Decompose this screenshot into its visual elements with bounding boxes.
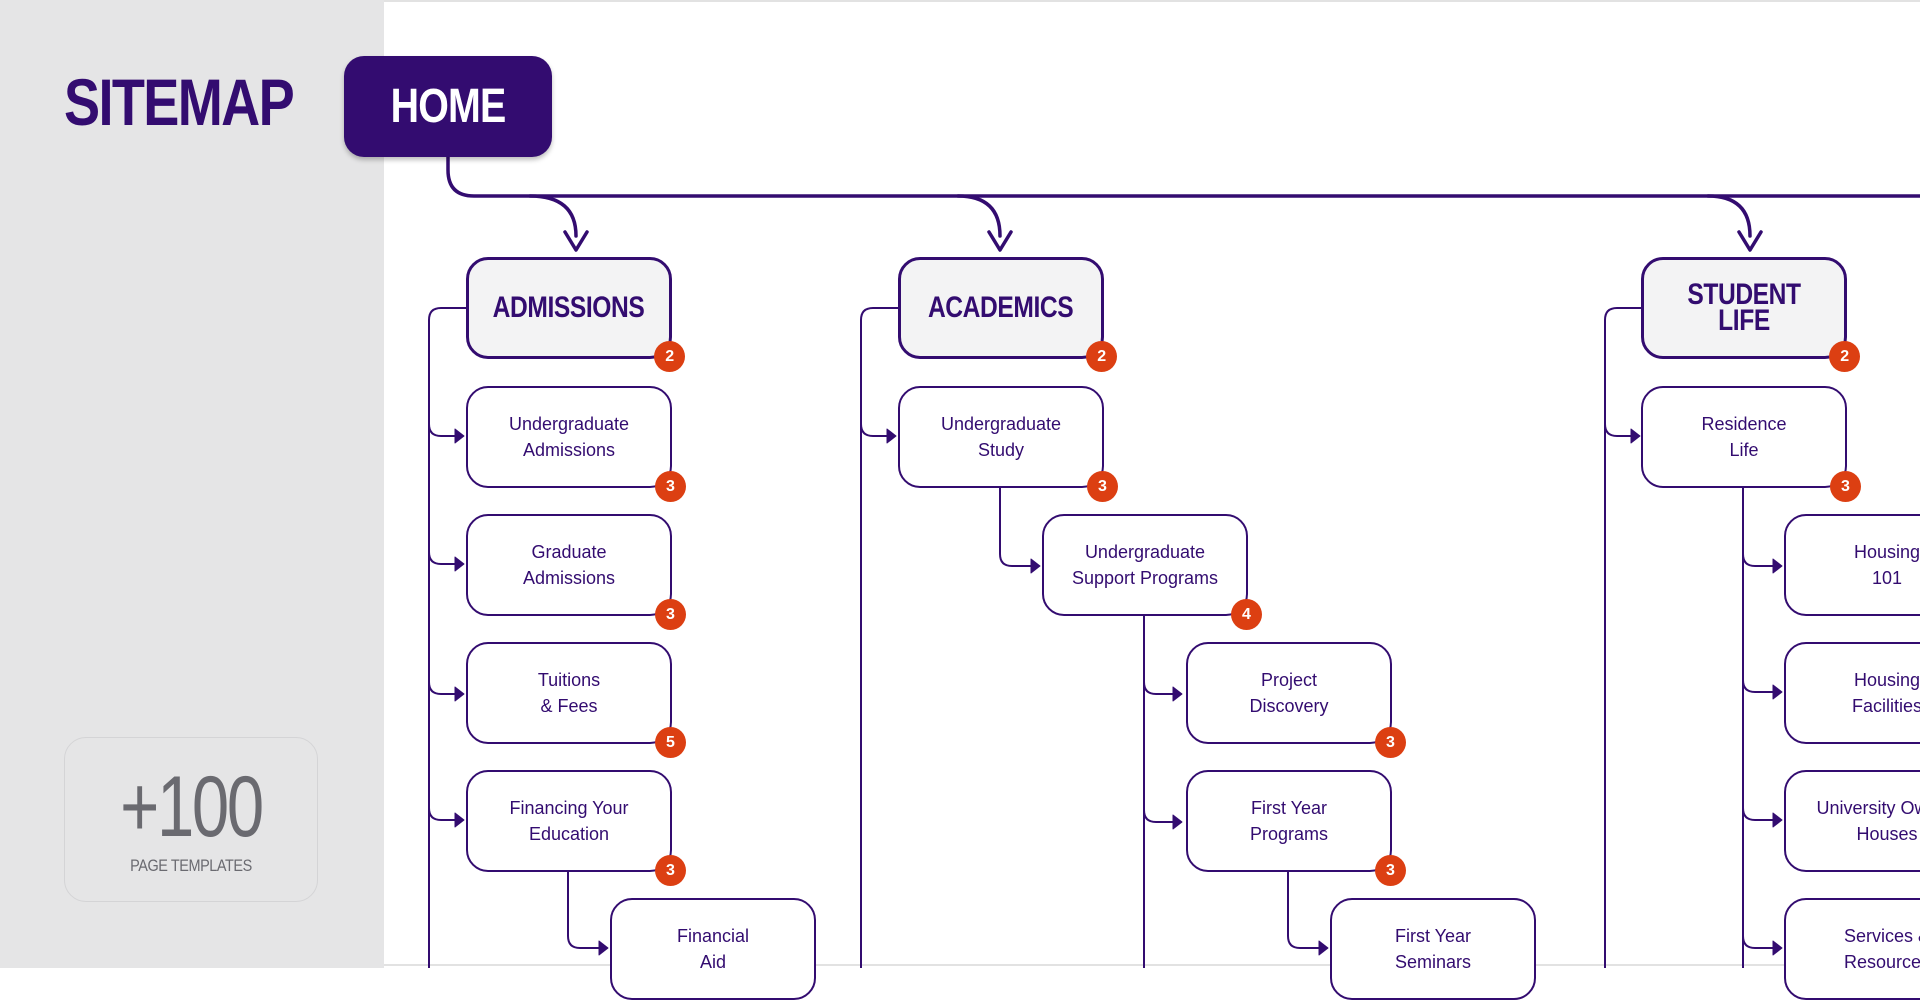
page-count-badge: 3 (1087, 471, 1118, 502)
page-label: Graduate Admissions (522, 542, 616, 588)
page-node-undergraduate-study[interactable]: Undergraduate Study 3 (898, 386, 1118, 502)
page-node-tuitions-fees[interactable]: Tuitions & Fees 5 (466, 642, 686, 758)
page-label: Undergraduate Support Programs (1071, 542, 1219, 588)
section-label: ADMISSIONS (493, 291, 645, 324)
section-student-life[interactable]: STUDENT LIFE 2 (1641, 257, 1860, 372)
page-count-badge: 2 (1829, 341, 1860, 372)
page-node-graduate-admissions[interactable]: Graduate Admissions 3 (466, 514, 686, 630)
section-academics[interactable]: ACADEMICS 2 (898, 257, 1117, 372)
page-label: Project Discovery (1249, 670, 1329, 716)
page-node-financing-your-education[interactable]: Financing Your Education 3 (466, 770, 686, 886)
page-label: Undergraduate Admissions (508, 414, 630, 460)
page-node-services-resources[interactable]: Services & Resources (1784, 898, 1920, 1000)
page-label: Services & Resources (1843, 926, 1920, 972)
sidebar-panel: SITEMAP +100 PAGE TEMPLATES (0, 0, 384, 968)
page-label: Financial Aid (676, 926, 750, 972)
section-label: STUDENT LIFE (1687, 278, 1801, 337)
page-label: Undergraduate Study (940, 414, 1062, 460)
connector-student-life (1706, 194, 1752, 238)
page-node-first-year-programs[interactable]: First Year Programs 3 (1186, 770, 1406, 886)
section-admissions[interactable]: ADMISSIONS 2 (466, 257, 685, 372)
page-label: First Year Programs (1249, 798, 1329, 844)
page-label: Housing 101 (1853, 542, 1920, 588)
templates-count: +100 (120, 759, 264, 855)
page-node-housing-facilities[interactable]: Housing Facilities (1784, 642, 1920, 744)
page-count-badge: 3 (1375, 855, 1406, 886)
page-node-project-discovery[interactable]: Project Discovery 3 (1186, 642, 1406, 758)
page-label: Residence Life (1701, 414, 1787, 460)
home-connector-trunk (446, 155, 1920, 198)
page-count-badge: 3 (655, 599, 686, 630)
page-templates-card: +100 PAGE TEMPLATES (64, 737, 318, 902)
connector-lines (428, 155, 1920, 968)
page-label: Housing Facilities (1851, 670, 1920, 716)
page-node-financial-aid[interactable]: Financial Aid (610, 898, 816, 1000)
page-node-undergraduate-support-programs[interactable]: Undergraduate Support Programs 4 (1042, 514, 1262, 630)
connector-academics (956, 194, 1002, 238)
page-label: University Owned Houses (1816, 798, 1920, 844)
page-node-housing-101[interactable]: Housing 101 (1784, 514, 1920, 616)
page-count-badge: 5 (655, 727, 686, 758)
arrow-academics (987, 230, 1013, 252)
page-count-badge: 3 (655, 855, 686, 886)
admissions-spine (428, 307, 467, 968)
page-count-badge: 3 (655, 471, 686, 502)
page-count-badge: 4 (1231, 599, 1262, 630)
page-count-badge: 2 (1086, 341, 1117, 372)
page-count-badge: 3 (1830, 471, 1861, 502)
templates-label: PAGE TEMPLATES (130, 856, 252, 875)
academics-spine (860, 307, 899, 968)
page-label: Financing Your Education (509, 798, 629, 844)
page-node-undergraduate-admissions[interactable]: Undergraduate Admissions 3 (466, 386, 686, 502)
connector-admissions (528, 194, 578, 238)
page-label: Tuitions & Fees (537, 670, 601, 716)
page-label: First Year Seminars (1394, 926, 1472, 972)
page-title: SITEMAP (64, 65, 295, 139)
home-node-label: HOME (390, 80, 507, 133)
student-life-spine (1604, 307, 1642, 968)
page-count-badge: 2 (654, 341, 685, 372)
section-label: ACADEMICS (928, 291, 1074, 324)
page-node-residence-life[interactable]: Residence Life 3 (1641, 386, 1861, 502)
page-count-badge: 3 (1375, 727, 1406, 758)
home-node[interactable]: HOME (344, 56, 552, 157)
page-node-first-year-seminars[interactable]: First Year Seminars (1330, 898, 1536, 1000)
arrow-student-life (1737, 230, 1763, 252)
arrow-admissions (563, 230, 589, 252)
page-node-university-owned-houses[interactable]: University Owned Houses (1784, 770, 1920, 872)
